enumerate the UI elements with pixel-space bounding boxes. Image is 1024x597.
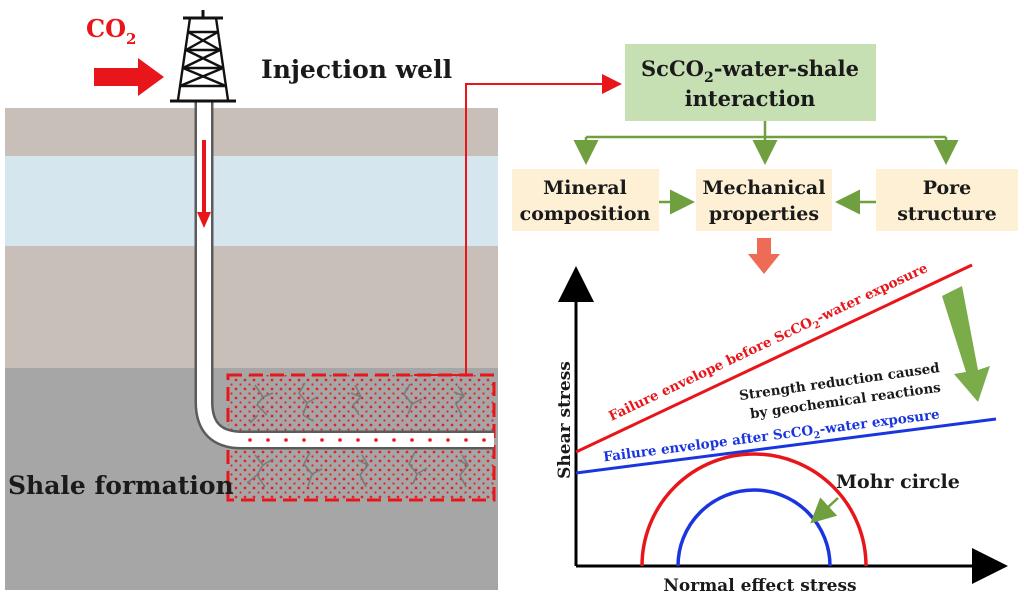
mohr-circle-pointer-arrow (810, 497, 839, 524)
arrow-down-icon (197, 140, 211, 228)
interaction-box: ScCO2-water-shale interaction (625, 44, 876, 121)
interaction-title-line2: interaction (685, 86, 816, 111)
mohr-circle-before (640, 452, 868, 567)
oil-derrick-icon (170, 10, 236, 103)
normal-stress-label: Normal effect stress (663, 576, 856, 596)
wellbore (194, 100, 494, 450)
mohr-circle-label: Mohr circle (836, 471, 960, 493)
distribution-arrows (573, 121, 959, 165)
mechanical-properties-box: Mechanical properties (696, 169, 832, 231)
ground-layer-top (5, 108, 498, 156)
ground-layer-middle (5, 246, 498, 368)
shale-formation-label: Shale formation (8, 471, 234, 500)
connector-arrow (414, 74, 622, 376)
strength-reduction-arrow-icon (942, 286, 990, 402)
svg-text:structure: structure (897, 203, 997, 225)
co2-input: CO2 (86, 14, 164, 96)
mineral-composition-box: Mineral composition (512, 169, 659, 231)
arrow-right-icon (94, 58, 164, 96)
lateral-injection-dots (248, 438, 486, 442)
failure-envelope-before (575, 263, 973, 454)
water-layer (5, 156, 498, 246)
svg-text:Mineral: Mineral (543, 177, 627, 199)
down-arrow-icon (748, 238, 780, 274)
injection-well-label: Injection well (261, 55, 452, 84)
co2-label: CO2 (86, 14, 136, 48)
failure-envelope-after (575, 417, 997, 475)
mohr-coulomb-plot: Shear stress Normal effect stress Failur… (555, 260, 1008, 596)
svg-text:Pore: Pore (923, 177, 972, 199)
svg-text:Mechanical: Mechanical (703, 177, 826, 199)
geological-section (5, 108, 498, 590)
pore-structure-box: Pore structure (876, 169, 1018, 231)
interaction-title-line1: ScCO2-water-shale (641, 56, 859, 86)
mohr-circle-after (676, 488, 832, 567)
fracture-network-icon (246, 382, 469, 488)
shear-stress-label: Shear stress (555, 361, 575, 479)
svg-text:properties: properties (709, 203, 819, 225)
svg-text:composition: composition (520, 203, 651, 225)
